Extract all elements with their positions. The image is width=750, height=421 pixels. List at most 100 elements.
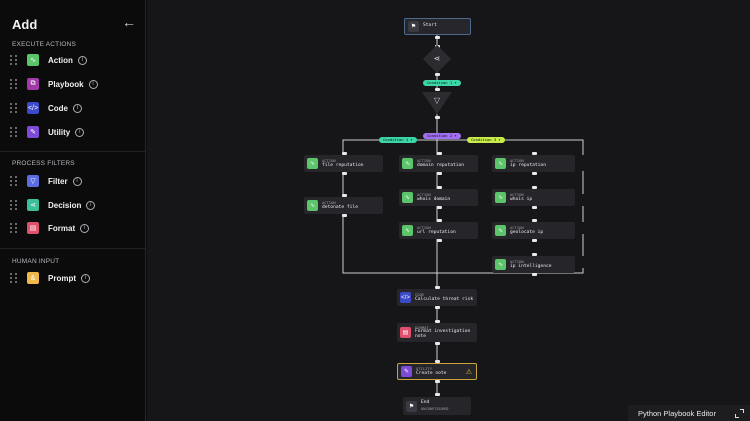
action-icon: ∿	[495, 225, 506, 236]
utility-icon: ✎	[27, 126, 39, 138]
output-port[interactable]	[435, 342, 440, 345]
input-port[interactable]	[435, 393, 440, 396]
input-port[interactable]	[341, 152, 347, 155]
info-icon[interactable]: i	[73, 103, 82, 113]
drag-handle-icon[interactable]	[10, 175, 17, 187]
output-port[interactable]	[436, 239, 442, 242]
output-port[interactable]	[531, 239, 537, 242]
palette-item-decision[interactable]: ⋖ Decision i	[10, 197, 135, 213]
input-port[interactable]	[436, 219, 442, 222]
input-port[interactable]	[435, 320, 440, 323]
condition-label[interactable]: Condition 1 ▾	[423, 80, 461, 86]
output-port[interactable]	[436, 206, 442, 209]
output-port[interactable]	[341, 214, 347, 217]
node-type: ACTION	[510, 157, 524, 163]
node-type: ACTION	[510, 258, 524, 264]
drag-handle-icon[interactable]	[10, 54, 17, 66]
info-icon[interactable]: i	[80, 223, 90, 233]
decision-icon: ⋖	[27, 199, 39, 211]
start-node[interactable]: ⚑ Start	[404, 18, 471, 35]
action-icon: ∿	[307, 158, 318, 169]
node-type: FORMAT	[415, 324, 429, 330]
filter-icon: ▽	[27, 175, 39, 187]
end-node[interactable]: ⚑ End Unconfigured	[403, 397, 471, 415]
drag-handle-icon[interactable]	[10, 222, 17, 234]
filter-node[interactable]	[422, 92, 452, 114]
input-port[interactable]	[531, 152, 537, 155]
palette-item-label: Code	[48, 103, 68, 113]
input-port[interactable]	[435, 88, 440, 91]
output-port[interactable]	[435, 116, 440, 119]
condition-label[interactable]: Condition 3 ▾	[467, 137, 505, 143]
panel-title: Add	[12, 17, 38, 32]
input-port[interactable]	[531, 253, 537, 256]
node-type: ACTION	[322, 157, 336, 163]
drag-handle-icon[interactable]	[10, 126, 17, 138]
input-port[interactable]	[435, 286, 440, 289]
condition-label[interactable]: Condition 1 ▾	[379, 137, 417, 143]
workflow-canvas[interactable]: ⚑ Start ⋖ Condition 1 ▾ ▽ Condition 1 ▾ …	[147, 0, 750, 421]
output-port[interactable]	[531, 273, 537, 276]
input-port[interactable]	[436, 186, 442, 189]
node-type: UTILITY	[416, 365, 433, 371]
arrow-left-icon[interactable]: ←	[122, 14, 136, 30]
action-icon: ∿	[307, 200, 318, 211]
node-name: Format investigation note	[415, 329, 471, 339]
output-port[interactable]	[435, 380, 440, 383]
output-port[interactable]	[531, 206, 537, 209]
warning-icon[interactable]: ⚠	[465, 369, 472, 376]
drag-handle-icon[interactable]	[10, 199, 17, 211]
input-port[interactable]	[341, 194, 347, 197]
info-icon[interactable]: i	[72, 176, 82, 186]
node-type: ACTION	[510, 224, 524, 230]
palette-item-label: Decision	[48, 200, 82, 210]
info-icon[interactable]: i	[75, 127, 85, 137]
drag-handle-icon[interactable]	[10, 102, 17, 114]
editor-label: Python Playbook Editor	[638, 408, 716, 418]
section-label-human-input: HUMAN INPUT	[12, 258, 60, 265]
drag-handle-icon[interactable]	[10, 78, 17, 90]
info-icon[interactable]: i	[77, 55, 87, 65]
palette-item-label: Playbook	[48, 79, 84, 89]
output-port[interactable]	[531, 172, 537, 175]
input-port[interactable]	[531, 219, 537, 222]
info-icon[interactable]: i	[86, 200, 96, 210]
input-port[interactable]	[435, 360, 440, 363]
input-port[interactable]	[531, 186, 537, 189]
output-port[interactable]	[435, 306, 440, 309]
palette-item-label: Prompt	[48, 273, 76, 283]
section-divider	[0, 248, 145, 249]
output-port[interactable]	[435, 36, 440, 39]
expand-icon[interactable]	[735, 409, 744, 418]
node-name: ip intelligence	[510, 263, 552, 269]
output-port[interactable]	[341, 172, 347, 175]
input-port[interactable]	[436, 152, 442, 155]
info-icon[interactable]: i	[81, 273, 90, 283]
output-port[interactable]	[435, 73, 440, 76]
condition-label[interactable]: Condition 2 ▾	[423, 133, 461, 139]
drag-handle-icon[interactable]	[10, 272, 17, 284]
palette-item-label: Filter	[48, 176, 68, 186]
info-icon[interactable]: i	[88, 79, 98, 89]
output-port[interactable]	[436, 172, 442, 175]
section-divider	[0, 151, 145, 152]
